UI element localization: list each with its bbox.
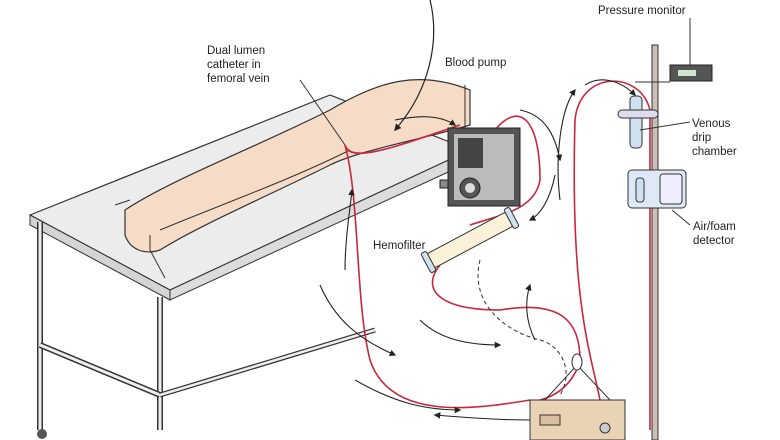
patient-legs xyxy=(114,79,471,279)
label-hemofilter: Hemofilter xyxy=(373,240,426,252)
wheel-icon xyxy=(37,429,47,439)
hemofilter xyxy=(420,207,520,273)
label-air-foam-detector: Air/foam detector xyxy=(693,221,736,247)
label-pressure-monitor: Pressure monitor xyxy=(598,5,686,17)
blood-lines xyxy=(344,80,651,430)
bed-table xyxy=(28,94,472,439)
venous-drip-chamber xyxy=(629,95,643,149)
blood-pump xyxy=(439,85,521,207)
bottom-device xyxy=(529,353,626,440)
label-blood-pump: Blood pump xyxy=(445,57,507,69)
iv-pole xyxy=(617,18,713,440)
label-catheter: Dual lumen catheter in femoral vein xyxy=(207,45,270,85)
flow-arrows xyxy=(319,79,659,421)
label-venous-drip-chamber: Venous drip chamber xyxy=(692,118,737,158)
catheter-leader xyxy=(299,79,346,146)
